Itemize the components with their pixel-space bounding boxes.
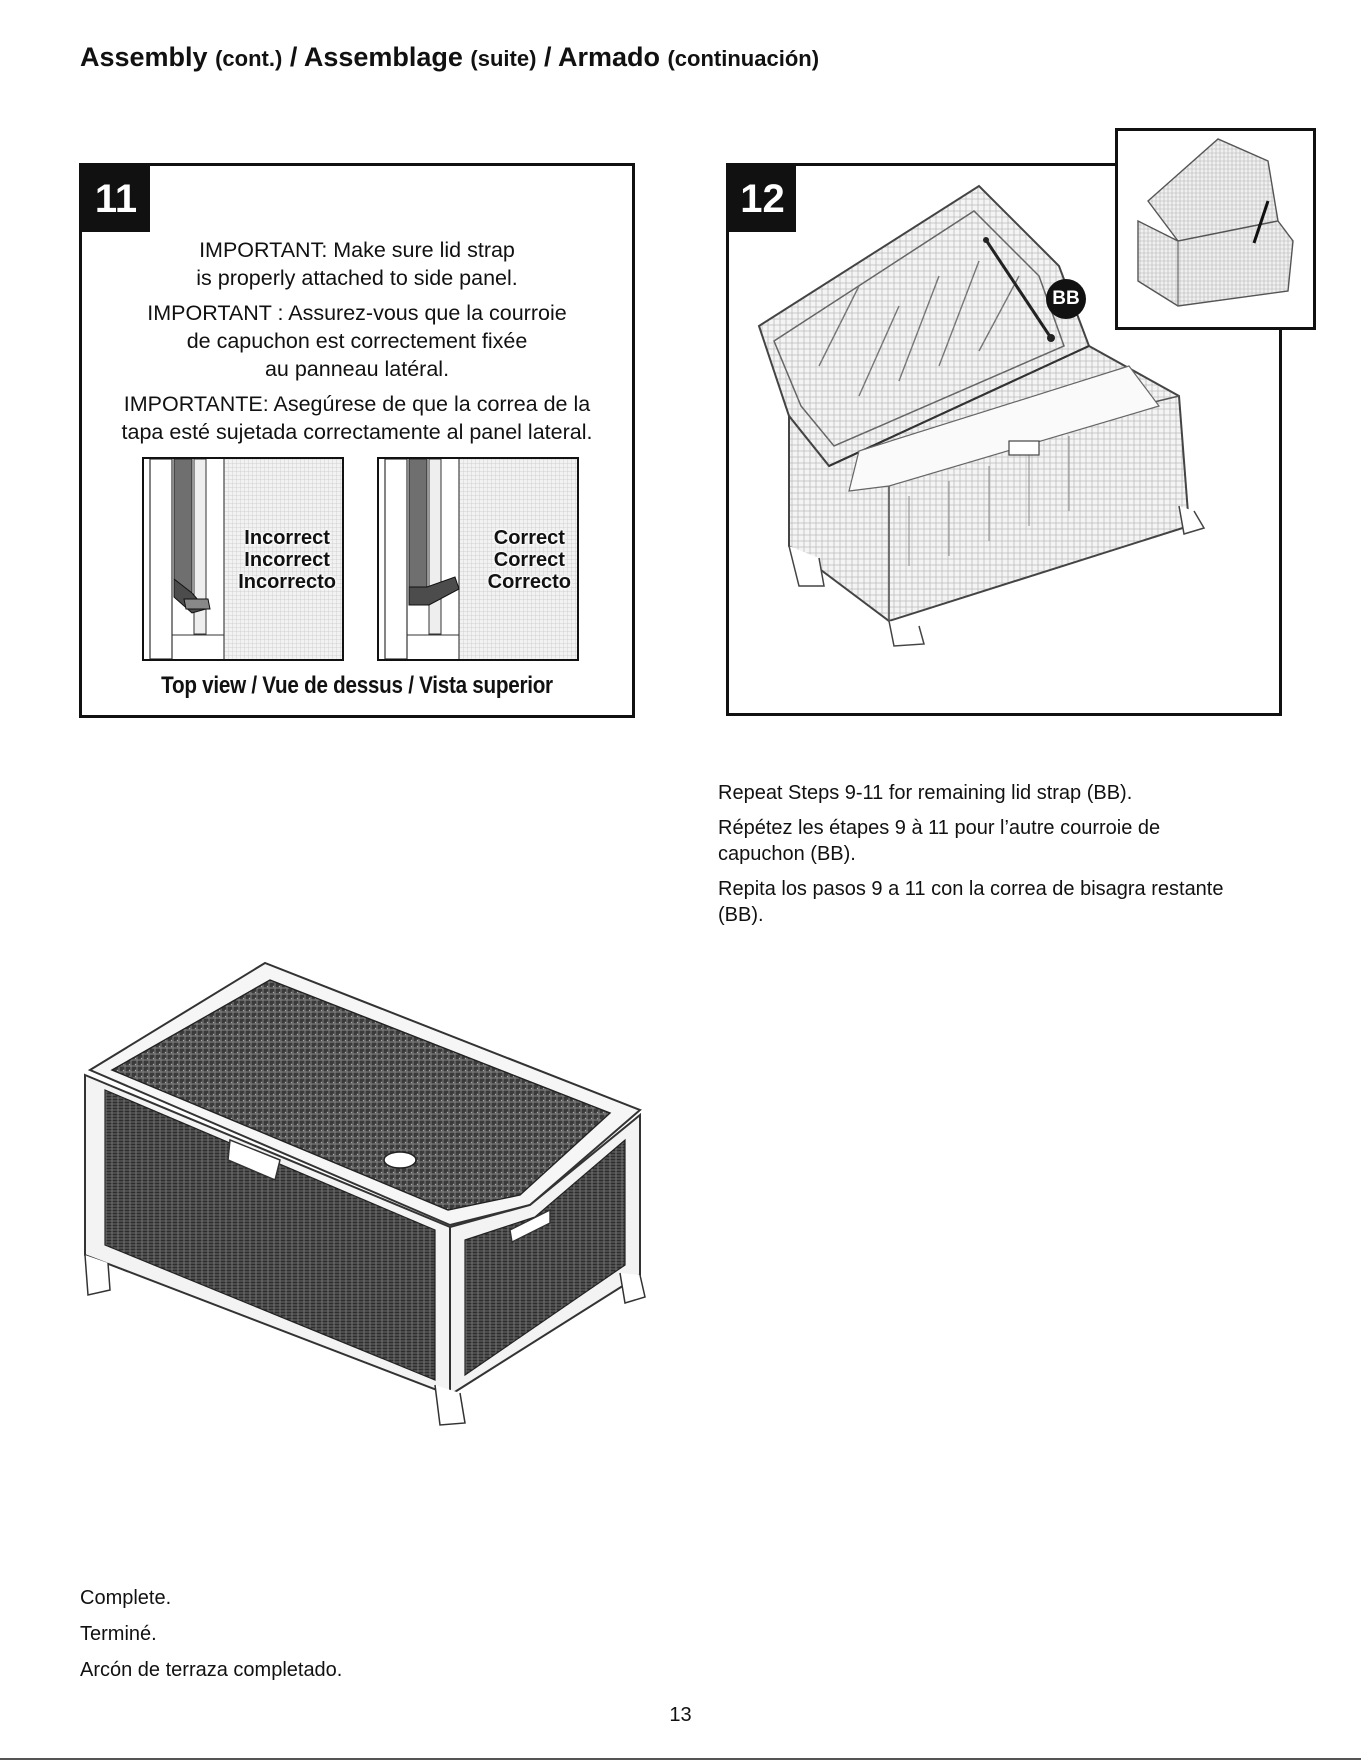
footer-rule <box>0 1758 1361 1760</box>
heading-sep-1: / <box>289 42 298 72</box>
step-12-number: 12 <box>729 166 796 232</box>
important-es-line: tapa esté sujetada correctamente al pane… <box>121 420 593 444</box>
step-12-instructions: Repeat Steps 9-11 for remaining lid stra… <box>718 780 1238 937</box>
important-fr-line: au panneau latéral. <box>264 357 450 381</box>
important-fr-line: IMPORTANT : Assurez-vous que la courroie <box>147 301 567 325</box>
incorrect-detail-image: Incorrect Incorrect Incorrecto <box>142 457 344 661</box>
heading-assembly-sub: (cont.) <box>215 46 283 71</box>
correct-label-line: Correct <box>493 527 565 549</box>
completed-deck-box-illustration <box>84 961 646 1426</box>
heading-assemblage: Assemblage <box>303 42 463 72</box>
heading-armado-sub: (continuación) <box>667 46 820 71</box>
correct-label: Correct Correct Correcto <box>488 527 571 593</box>
open-deck-box-illustration <box>757 184 1206 647</box>
important-en-line: is properly attached to side panel. <box>196 266 518 290</box>
important-es-line: IMPORTANTE: Asegúrese de que la correa d… <box>123 392 591 416</box>
correct-strap-illustration <box>379 459 577 659</box>
heading-assemblage-sub: (suite) <box>470 46 537 71</box>
instruction-en: Repeat Steps 9-11 for remaining lid stra… <box>718 782 1133 804</box>
instruction-fr: Répétez les étapes 9 à 11 pour l’autre c… <box>718 817 1161 865</box>
incorrect-label-line: Incorrecto <box>238 571 336 593</box>
completion-es: Arcón de terraza completado. <box>80 1659 343 1681</box>
completion-fr: Terminé. <box>80 1623 157 1645</box>
heading-sep-2: / <box>543 42 552 72</box>
incorrect-label-line: Incorrect <box>244 527 330 549</box>
important-fr-line: de capuchon est correctement fixée <box>186 329 528 353</box>
top-view-caption: Top view / Vue de dessus / Vista superio… <box>161 672 553 699</box>
inset-deck-box-illustration <box>1137 138 1294 307</box>
page-number: 13 <box>669 1704 692 1726</box>
completed-deck-box-image <box>80 955 660 1510</box>
correct-label-line: Correct <box>493 549 565 571</box>
correct-detail-image: Correct Correct Correcto <box>377 457 579 661</box>
incorrect-label-line: Incorrect <box>244 549 330 571</box>
incorrect-label: Incorrect Incorrect Incorrecto <box>238 527 336 593</box>
instruction-es: Repita los pasos 9 a 11 con la correa de… <box>718 878 1224 926</box>
page-heading: Assembly (cont.) / Assemblage (suite) / … <box>80 42 819 73</box>
correct-label-line: Correcto <box>487 571 571 593</box>
bb-callout-badge: BB <box>1046 279 1086 319</box>
step-11-panel: 11 IMPORTANT: Make sure lid strap is pro… <box>79 163 635 718</box>
important-note-en: IMPORTANT: Make sure lid strap is proper… <box>82 236 632 292</box>
heading-assembly: Assembly <box>80 42 208 72</box>
completion-en: Complete. <box>80 1587 172 1609</box>
step-12-inset-image <box>1115 128 1316 330</box>
completion-text: Complete. Terminé. Arcón de terraza comp… <box>80 1580 342 1688</box>
heading-armado: Armado <box>557 42 660 72</box>
incorrect-strap-illustration <box>144 459 342 659</box>
important-en-line: IMPORTANT: Make sure lid strap <box>199 238 515 262</box>
step-11-number: 11 <box>82 166 150 232</box>
important-note-es: IMPORTANTE: Asegúrese de que la correa d… <box>82 390 632 446</box>
important-note-fr: IMPORTANT : Assurez-vous que la courroie… <box>82 299 632 383</box>
